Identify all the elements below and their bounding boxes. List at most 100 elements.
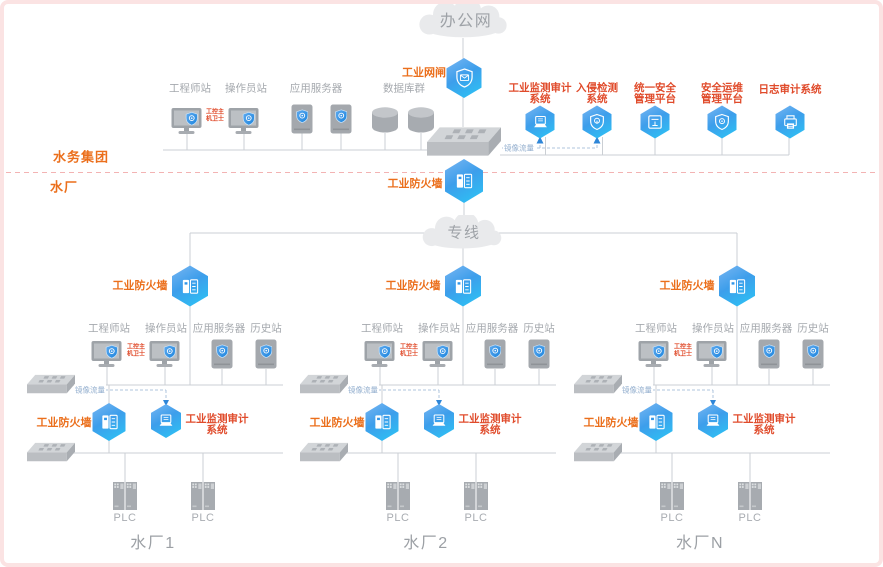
audit-terminal-glyph [432,414,446,426]
host-shield-icon [488,344,502,364]
shield-badge-icon [488,344,501,359]
scada-switch-icon [574,374,622,397]
plc-cabinet-icon [386,482,411,511]
plc-label: PLC [464,512,488,524]
shield-badge-icon [436,344,449,359]
security-system-label: 工业监测审计系统 [508,82,572,105]
plant-name: 水厂1 [130,535,176,552]
industrial-firewall-icon [640,403,673,441]
control-switch-icon [27,442,75,465]
plc-cabinet-icon [386,482,410,510]
cloud-icon [422,215,502,249]
plc-cabinet-icon [738,482,763,511]
shield-badge-icon [295,109,308,124]
history-station-label: 历史站 [523,322,555,335]
host-shield-icon [806,344,820,364]
app-server-icon [330,104,352,134]
app-server-label: 应用服务器 [192,322,246,335]
switch-icon [574,374,622,394]
host-shield-icon [652,344,666,365]
branch-firewall-label: 工业防火墙 [112,280,168,292]
database-icon [408,107,434,133]
lower-firewall-label: 工业防火墙 [36,417,92,429]
branch-firewall-label: 工业防火墙 [659,280,715,292]
switch-icon [27,442,75,462]
operator-station-label: 操作员站 [225,82,267,95]
audit-system-label: 工业监测审计系统 [185,413,249,436]
industrial-gateway-icon [447,58,482,98]
cloud-icon [419,0,507,38]
industrial-firewall-icon [719,266,755,307]
shield-badge-icon [259,344,272,359]
audit-terminal-glyph [159,414,173,426]
engineer-workstation-icon [638,341,671,368]
industrial-firewall-icon [93,403,126,441]
dedicated-line-cloud [415,215,510,251]
office-network-label: 办公网 [439,13,493,30]
firewall-glyph [456,173,473,189]
plc-label: PLC [191,512,215,524]
plant-name: 水厂N [675,535,725,552]
audit-system-icon [151,404,181,438]
industrial-firewall-icon [445,266,481,307]
shield-badge-icon [105,344,118,359]
switch-icon [27,374,75,394]
gateway-label: 工业网闸 [402,67,446,79]
shield-badge-icon [242,111,255,126]
host-guard-label: 工控主机卫士 [673,344,693,358]
firewall-glyph [374,414,391,430]
ops-shield-glyph [715,113,729,131]
app-server-icon [484,339,506,369]
plc-cabinet-icon [464,482,489,511]
plc-label: PLC [738,512,762,524]
host-shield-icon [215,344,229,364]
shield-badge-icon [185,111,198,126]
plc-cabinet-icon [660,482,685,511]
mirror-traffic-label: 镜像流量 [347,384,379,396]
plc-cabinet-icon [464,482,488,510]
lower-firewall-label: 工业防火墙 [309,417,365,429]
intrusion-shield-glyph [590,113,604,131]
engineer-station-label: 工程师站 [169,82,211,95]
host-shield-icon [242,111,256,132]
core-switch-icon [427,126,501,161]
operator-workstation-icon [696,341,729,368]
engineer-workstation-icon [364,341,397,368]
branch-firewall-label: 工业防火墙 [385,280,441,292]
audit-terminal-glyph [533,115,547,127]
app-server-icon [758,339,780,369]
control-switch-icon [300,442,348,465]
host-shield-icon [436,344,450,365]
app-server-label: 应用服务器 [465,322,519,335]
lower-firewall-label: 工业防火墙 [583,417,639,429]
firewall-glyph [455,278,472,294]
engineer-station-label: 工程师站 [635,322,677,335]
host-shield-icon [163,344,177,365]
plc-cabinet-icon [191,482,216,511]
shield-badge-icon [163,344,176,359]
security-system-label: 日志审计系统 [758,83,822,96]
operator-workstation-icon [422,341,455,368]
shield-badge-icon [806,344,819,359]
plc-cabinet-icon [113,482,137,510]
host-shield-icon [259,344,273,364]
app-server-label: 应用服务器 [289,82,343,95]
mirror-traffic-label: 镜像流量 [74,384,106,396]
audit-terminal-icon [526,106,555,139]
host-shield-icon [532,344,546,364]
firewall-glyph [101,414,118,430]
database-icon [372,107,398,133]
host-shield-icon [185,111,199,132]
control-switch-icon [574,442,622,465]
log-audit-glyph [783,114,797,129]
operator-workstation-icon [228,108,261,135]
history-server-icon [255,339,277,369]
engineer-station-label: 工程师站 [88,322,130,335]
mirror-traffic-label: 镜像流量 [503,142,535,154]
shield-badge-icon [652,344,665,359]
shield-badge-icon [762,344,775,359]
database-cluster-label: 数据库群 [383,82,425,95]
host-guard-label: 工控主机卫士 [399,344,419,358]
operator-station-label: 操作员站 [145,322,187,335]
firewall-glyph [729,278,746,294]
